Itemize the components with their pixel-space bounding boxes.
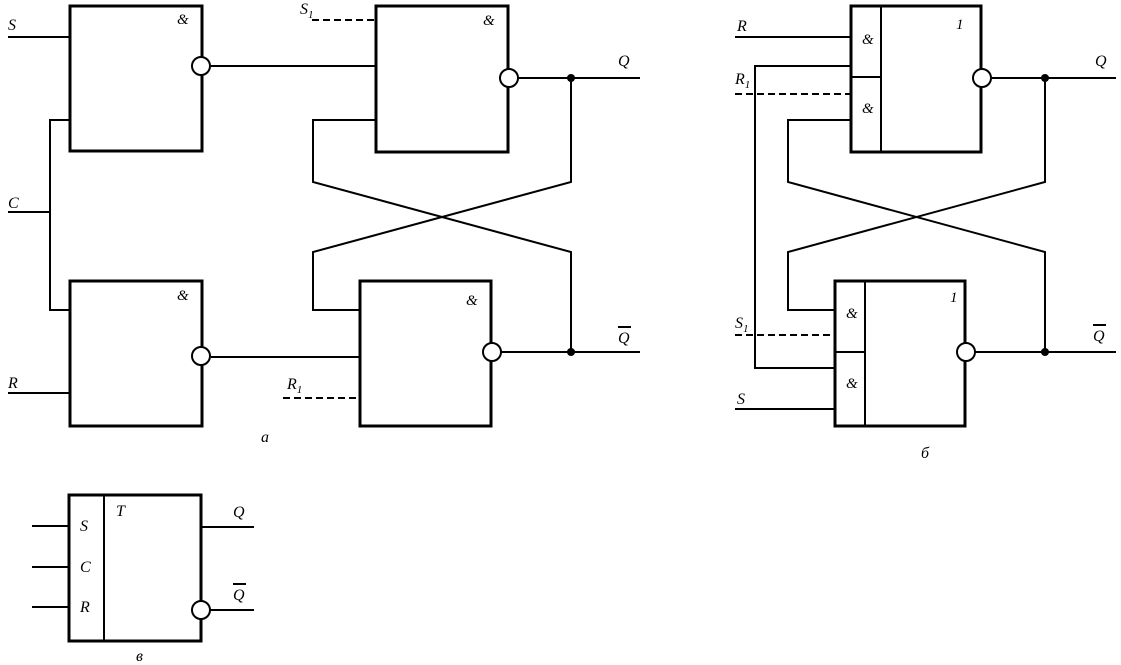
diagram-b: & & 1 & & 1 R R1 S1 S Q Q: [734, 4, 1116, 462]
gate-symbol: &: [483, 13, 495, 29]
latch-top-and: [374, 4, 510, 154]
label-q: Q: [233, 504, 245, 521]
gate-symbol: &: [177, 288, 189, 304]
and-symbol: &: [846, 306, 858, 322]
label-r: R: [7, 375, 18, 392]
or-symbol: 1: [956, 17, 964, 33]
flip-flop-block: [67, 493, 203, 643]
gate-r-and: [68, 279, 204, 428]
diagram-a: & & & & S C R S1 R1 Q Q а: [7, 1, 640, 446]
label-c: C: [8, 195, 19, 212]
junction-dot: [567, 74, 575, 82]
pin-c-label: C: [80, 559, 91, 576]
inverter-bubble: [482, 342, 502, 362]
label-q: Q: [618, 53, 630, 70]
feedback-q-bar-wire: [787, 119, 1046, 352]
inverter-bubble: [191, 600, 211, 620]
inverter-bubble: [972, 68, 992, 88]
pin-r-label: R: [79, 599, 90, 616]
and-symbol: &: [846, 376, 858, 392]
caption-a: а: [261, 429, 269, 446]
label-s: S: [8, 17, 16, 34]
inverter-bubble: [956, 342, 976, 362]
or-symbol: 1: [950, 290, 958, 306]
latch-top-block: [849, 4, 983, 154]
gate-s-and: [68, 4, 204, 153]
label-r1: R1: [286, 376, 302, 396]
label-s1: S1: [300, 1, 314, 21]
feedback-q-bar-wire: [312, 119, 572, 352]
caption-c: в: [136, 648, 143, 665]
label-q-bar: Q: [618, 330, 630, 347]
and-symbol: &: [862, 101, 874, 117]
feedback-q-wire: [787, 78, 1046, 311]
label-s: S: [737, 391, 745, 408]
gate-symbol: &: [177, 12, 189, 28]
gate-symbol: &: [466, 293, 478, 309]
inverter-bubble: [499, 68, 519, 88]
label-q-bar: Q: [1093, 328, 1105, 345]
junction-dot: [1041, 74, 1049, 82]
label-q-bar: Q: [233, 587, 245, 604]
latch-bottom-and: [358, 279, 493, 428]
latch-bottom-block: [833, 279, 967, 428]
label-s1: S1: [735, 315, 749, 335]
and-symbol: &: [862, 32, 874, 48]
inverter-bubble: [191, 56, 211, 76]
inverter-bubble: [191, 346, 211, 366]
caption-b: б: [921, 445, 930, 462]
clock-bus-wire: [49, 119, 70, 311]
label-r: R: [736, 18, 747, 35]
block-label-t: T: [116, 503, 126, 520]
feedback-q-wire: [312, 78, 572, 311]
junction-dot: [567, 348, 575, 356]
diagram-c: T S C R Q Q в: [32, 493, 254, 665]
cross-input-wire: [754, 65, 851, 369]
pin-s-label: S: [80, 518, 88, 535]
junction-dot: [1041, 348, 1049, 356]
label-q: Q: [1095, 53, 1107, 70]
label-r1: R1: [734, 71, 750, 91]
